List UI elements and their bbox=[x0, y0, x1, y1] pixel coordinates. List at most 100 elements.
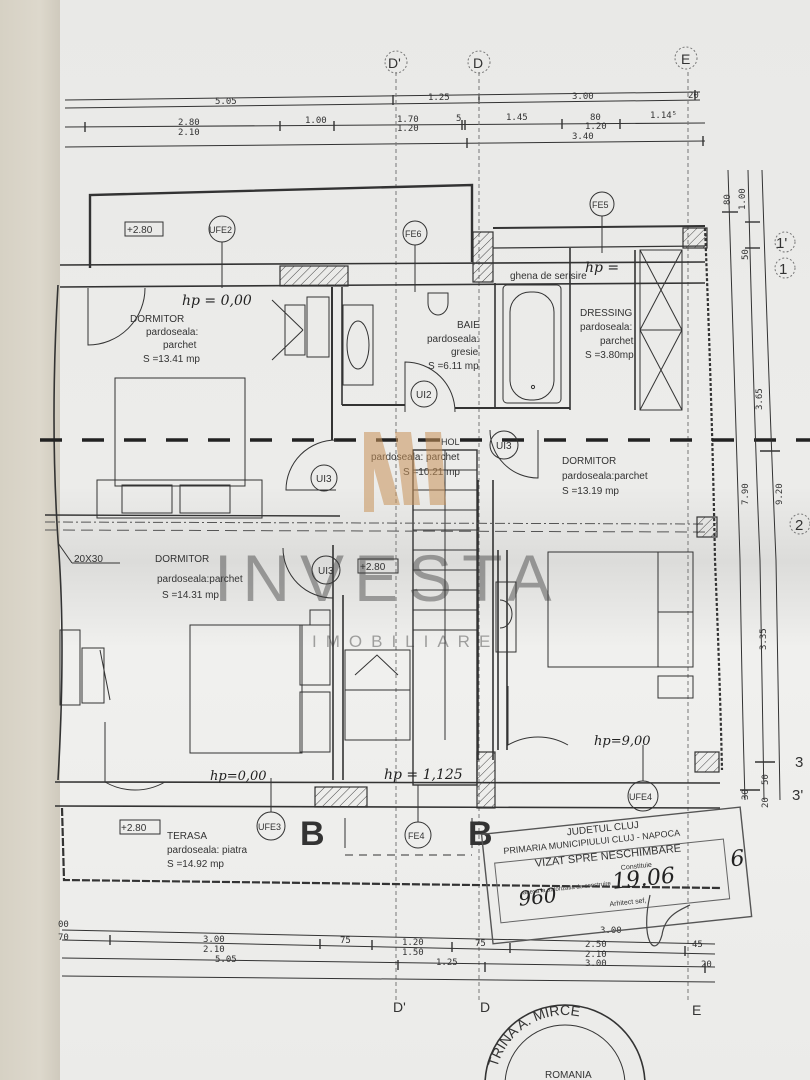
room-name: DORMITOR bbox=[130, 314, 184, 325]
dim-top-120a: 1.20 bbox=[397, 124, 419, 134]
room-area: S =6.11 mp bbox=[428, 361, 479, 372]
dim-bottom-505: 5.05 bbox=[215, 955, 237, 965]
dim-top-80: 80 bbox=[590, 113, 601, 123]
dim-top-1145: 1.14⁵ bbox=[650, 111, 677, 121]
dim-bottom-300: 3.00 bbox=[203, 935, 225, 945]
dim-bottom-210b: 2.10 bbox=[585, 950, 607, 960]
dim-bottom-210a: 2.10 bbox=[203, 945, 225, 955]
dim-right-920: 9.20 bbox=[775, 483, 785, 505]
axis-label-right-2: 2 bbox=[795, 517, 803, 534]
dim-top-210: 2.10 bbox=[178, 128, 200, 138]
room-name: TERASA bbox=[167, 831, 207, 842]
room-dormitor-nw: DORMITOR pardoseala: parchet S =13.41 mp bbox=[130, 314, 200, 365]
room-area: S =13.41 mp bbox=[143, 354, 200, 365]
dim-bottom-45: 45 bbox=[692, 940, 703, 950]
dim-bottom-150: 1.50 bbox=[402, 948, 424, 958]
room-floor-label: pardoseala: bbox=[580, 322, 632, 333]
tag-ui2: UI2 bbox=[416, 390, 432, 401]
dim-top-300: 3.00 bbox=[572, 92, 594, 102]
tag-ui3-b: UI3 bbox=[496, 441, 512, 452]
dim-top-20: 20 bbox=[688, 91, 699, 101]
room-floor: pardoseala: piatra bbox=[167, 845, 247, 856]
investa-logo-icon bbox=[364, 432, 446, 512]
dim-top-5: 5 bbox=[456, 114, 461, 124]
dim-top-505: 5.05 bbox=[215, 97, 237, 107]
tag-ui3-a: UI3 bbox=[316, 474, 332, 485]
room-name: BAIE bbox=[457, 320, 480, 331]
tag-ufe4: UFE4 bbox=[629, 792, 652, 802]
approval-stamp: JUDETUL CLUJ PRIMARIA MUNICIPIULUI CLUJ … bbox=[480, 806, 753, 945]
architect-seal: TRINA A. MIRCE ROMANIA bbox=[484, 1002, 646, 1080]
room-name: DORMITOR bbox=[155, 554, 209, 565]
room-name: DORMITOR bbox=[562, 456, 616, 467]
hp-note-nw: hp = 0,00 bbox=[182, 293, 252, 309]
dim-top-120b: 1.20 bbox=[585, 122, 607, 132]
seal-inner-text: ROMANIA bbox=[545, 1070, 592, 1080]
dim-bottom-75b: 75 bbox=[475, 939, 486, 949]
shaft-label: ghena de serisire bbox=[510, 271, 587, 282]
dim-bottom-300b: 3.00 bbox=[585, 959, 607, 969]
hp-note-se: hp=9,00 bbox=[594, 734, 651, 749]
beam-label: 20X30 bbox=[74, 554, 103, 565]
room-floor: pardoseala:parchet bbox=[157, 574, 243, 585]
paper-sheet bbox=[60, 0, 810, 1080]
dim-top-280: 2.80 bbox=[178, 118, 200, 128]
hp-note-sw: hp=0,00 bbox=[210, 769, 267, 784]
dim-top-125: 1.25 bbox=[428, 93, 450, 103]
room-floor: parchet bbox=[600, 336, 634, 347]
dim-top-340: 3.40 bbox=[572, 132, 594, 142]
seal-text: TRINA A. MIRCE bbox=[485, 1002, 581, 1069]
room-area: S =3.80mp bbox=[585, 350, 634, 361]
watermark-sub: IMOBILIARE bbox=[312, 632, 500, 651]
dim-top-170: 1.70 bbox=[397, 115, 419, 125]
tag-ui3-c: UI3 bbox=[318, 566, 334, 577]
room-terasa: TERASA pardoseala: piatra S =14.92 mp bbox=[167, 831, 247, 870]
dim-bottom-20: 20 bbox=[701, 960, 712, 970]
signature bbox=[646, 894, 691, 947]
dim-right-30: 30 bbox=[741, 789, 751, 800]
stamp-line4: Constituie bbox=[621, 862, 653, 872]
axis-label-bottom-e: E bbox=[692, 1002, 701, 1018]
hp-note-ne: hp = bbox=[585, 260, 619, 276]
axis-label-bottom-d: D bbox=[480, 999, 490, 1015]
dim-right-20: 20 bbox=[761, 797, 771, 808]
stamp-handwritten-date: 19.06 bbox=[611, 863, 676, 894]
dim-right-80: 80 bbox=[723, 194, 733, 205]
axis-label-right-3prime: 3' bbox=[792, 787, 803, 804]
tag-fe4: FE4 bbox=[408, 831, 425, 841]
room-dormitor-e: DORMITOR pardoseala:parchet S =13.19 mp bbox=[562, 456, 648, 497]
axis-label-right-1: 1 bbox=[779, 261, 787, 278]
level-tag-north: +2.80 bbox=[127, 225, 153, 236]
room-baie: BAIE pardoseala: gresie S =6.11 mp bbox=[427, 320, 480, 372]
dim-top-145: 1.45 bbox=[506, 113, 528, 123]
dim-bottom-edge-00: 00 bbox=[58, 920, 69, 930]
axis-label-top-d: D bbox=[473, 55, 483, 71]
axis-label-right-3: 3 bbox=[795, 754, 803, 771]
dim-right-790: 7.90 bbox=[741, 483, 751, 505]
svg-text:TRINA A. MIRCE: TRINA A. MIRCE bbox=[485, 1002, 581, 1069]
tag-fe6: FE6 bbox=[405, 229, 422, 239]
room-area: S =14.92 mp bbox=[167, 859, 224, 870]
hp-note-stair: hp = 1,125 bbox=[384, 767, 463, 783]
dim-right-50b: 50 bbox=[761, 774, 771, 785]
room-name: DRESSING bbox=[580, 308, 632, 319]
room-area: S =14.31 mp bbox=[162, 590, 219, 601]
room-floor: parchet bbox=[163, 340, 197, 351]
dim-bottom-edge-70: 70 bbox=[58, 933, 69, 943]
room-floor-label: pardoseala: bbox=[427, 334, 479, 345]
tag-fe5: FE5 bbox=[592, 200, 609, 210]
dim-right-365: 3.65 bbox=[755, 388, 765, 410]
axis-label-right-1prime: 1' bbox=[776, 235, 787, 252]
tag-ufe2: UFE2 bbox=[209, 225, 232, 235]
axis-label-top-e: E bbox=[681, 51, 690, 67]
dim-right-335: 3.35 bbox=[759, 628, 769, 650]
section-mark-left: B bbox=[300, 815, 325, 853]
dim-right-50a: 50 bbox=[741, 249, 751, 260]
room-area: S =13.19 mp bbox=[562, 486, 619, 497]
stamp-handwritten-number: 960 bbox=[517, 883, 558, 911]
axis-label-top-dprime: D' bbox=[388, 55, 401, 71]
dim-bottom-125: 1.25 bbox=[436, 958, 458, 968]
room-floor: pardoseala: parchet bbox=[371, 452, 460, 463]
dim-right-100: 1.00 bbox=[738, 188, 748, 210]
